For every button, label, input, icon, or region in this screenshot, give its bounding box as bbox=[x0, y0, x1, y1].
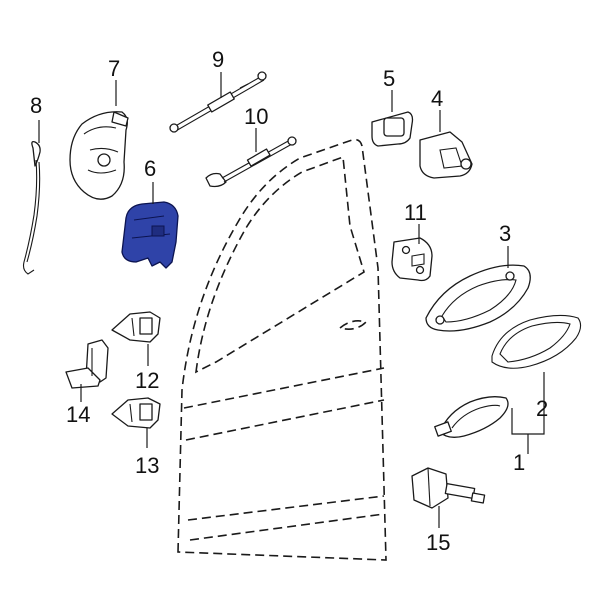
callout-11: 11 bbox=[404, 200, 427, 225]
callout-12: 12 bbox=[135, 368, 159, 393]
part-8-rod[interactable] bbox=[22, 140, 41, 275]
part-14-bracket[interactable] bbox=[65, 339, 109, 389]
door-outline bbox=[177, 138, 387, 561]
part-12-bracket[interactable] bbox=[111, 311, 161, 343]
part-4-handle-bracket[interactable] bbox=[419, 131, 473, 179]
callout-13: 13 bbox=[135, 453, 159, 478]
part-2-gasket[interactable] bbox=[491, 314, 582, 369]
part-9-cable[interactable] bbox=[169, 71, 267, 133]
part-13-bracket[interactable] bbox=[111, 397, 161, 429]
part-15-lock-cylinder[interactable] bbox=[411, 467, 486, 509]
callout-10: 10 bbox=[244, 104, 268, 129]
part-3-handle-frame[interactable] bbox=[425, 264, 531, 332]
callout-6: 6 bbox=[144, 156, 156, 181]
callout-15: 15 bbox=[426, 530, 450, 555]
callout-9: 9 bbox=[212, 47, 224, 72]
part-10-cable[interactable] bbox=[205, 136, 297, 188]
callout-3: 3 bbox=[499, 221, 511, 246]
callout-1: 1 bbox=[513, 450, 525, 475]
callout-7: 7 bbox=[108, 56, 120, 81]
callout-8: 8 bbox=[30, 93, 42, 118]
callout-2: 2 bbox=[536, 396, 548, 421]
part-6-latch-bracket-highlighted[interactable] bbox=[121, 201, 179, 269]
part-7-latch-housing[interactable] bbox=[69, 111, 129, 200]
part-1-exterior-handle[interactable] bbox=[434, 396, 509, 438]
leaders-1-2 bbox=[511, 372, 545, 454]
callout-4: 4 bbox=[431, 86, 443, 111]
part-5-interior-handle[interactable] bbox=[371, 111, 414, 147]
callout-5: 5 bbox=[383, 66, 395, 91]
callout-14: 14 bbox=[66, 402, 90, 427]
part-11-striker[interactable] bbox=[391, 237, 433, 282]
